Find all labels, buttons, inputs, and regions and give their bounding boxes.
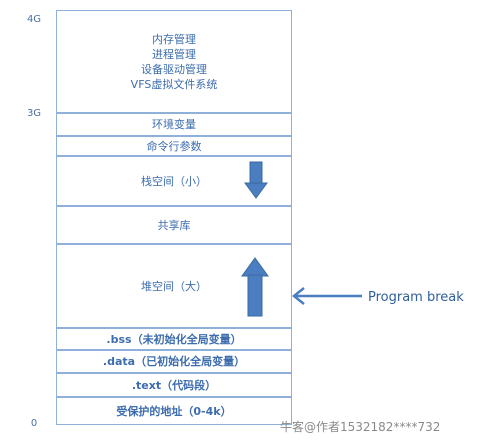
bss-block: .bss（未初始化全局变量） [56, 328, 292, 350]
text-label: .text（代码段） [131, 378, 217, 392]
kernel-line-memory: 内存管理 [152, 32, 196, 46]
watermark-text: 牛客@作者1532182****732 [280, 420, 441, 434]
data-block: .data（已初始化全局变量） [56, 350, 292, 373]
heap-label: 堆空间（大） [141, 279, 207, 293]
env-vars-block: 环境变量 [56, 113, 292, 136]
stack-label: 栈空间（小） [141, 174, 207, 188]
protected-block: 受保护的地址（0-4k） [56, 397, 292, 425]
kernel-line-driver: 设备驱动管理 [141, 62, 207, 76]
cmd-args-label: 命令行参数 [146, 139, 202, 153]
heap-up-arrow-icon [241, 257, 269, 317]
address-0-label: 0 [30, 418, 38, 429]
program-break-label: Program break [368, 290, 464, 305]
bss-label: .bss（未初始化全局变量） [106, 332, 242, 346]
env-vars-label: 环境变量 [152, 118, 196, 131]
address-3g-label: 3G [26, 108, 42, 119]
kernel-line-vfs: VFS虚拟文件系统 [130, 77, 218, 91]
kernel-line-process: 进程管理 [152, 47, 196, 61]
address-4g-label: 4G [26, 14, 42, 25]
cmd-args-block: 命令行参数 [56, 136, 292, 156]
program-break-arrow-icon [291, 287, 362, 305]
protected-label: 受保护的地址（0-4k） [116, 404, 232, 418]
text-block: .text（代码段） [56, 373, 292, 397]
kernel-space-block: 内存管理 进程管理 设备驱动管理 VFS虚拟文件系统 [56, 10, 292, 113]
stack-down-arrow-icon [244, 161, 268, 199]
data-label: .data（已初始化全局变量） [102, 355, 246, 368]
shared-lib-label: 共享库 [157, 218, 191, 232]
shared-lib-block: 共享库 [56, 206, 292, 244]
